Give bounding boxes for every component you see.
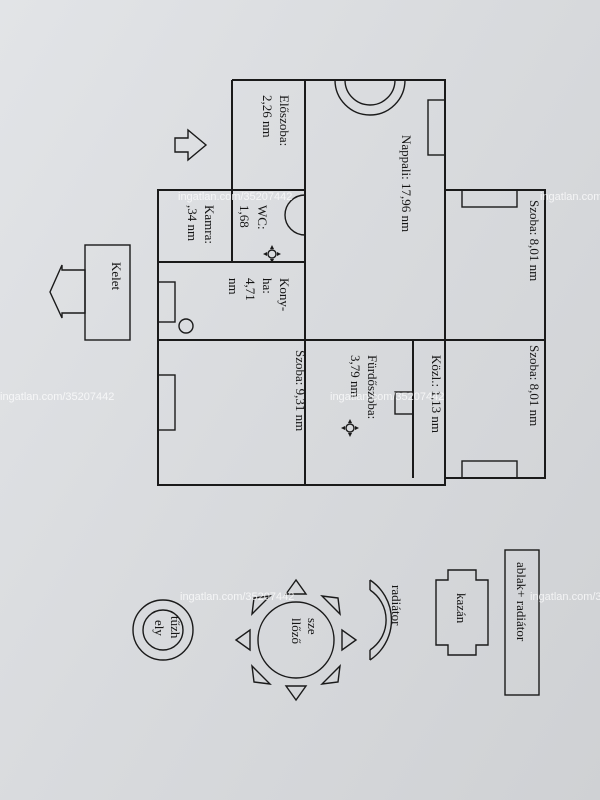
watermark-1: ingatlan.com/35207442 (178, 191, 292, 203)
legend-tuzhely: tűzh ely (132, 599, 194, 661)
compass-arrow-icon (49, 264, 86, 319)
kazan-furdo (394, 391, 414, 415)
legend-tuzhely-outer (132, 599, 194, 661)
ray-2 (320, 595, 341, 616)
watermark-2: ingatlan.com/35207442 (540, 191, 600, 203)
label-eloszoba-area: 2,26 nm (260, 95, 275, 138)
label-furdo-name: Fürdőszoba: (365, 355, 380, 419)
label-konyha-l4: nm (226, 278, 241, 295)
label-wc-area: 1,68 (237, 205, 252, 228)
compass-box (84, 244, 131, 341)
legend-ablak: ablak+ radiátor (504, 549, 540, 696)
stove-circle (178, 318, 194, 334)
watermark-6: ingatlan.com/35207442 (530, 591, 600, 603)
legend-kazan-shape (435, 569, 489, 656)
label-furdo-area: 3,79 nm (348, 355, 363, 398)
vent-symbol-wc (263, 245, 281, 263)
label-szoba-bottom: Szoba: 9,31 nm (293, 350, 308, 431)
legend-tuzhely-l2: ely (152, 620, 167, 636)
window-nappali (427, 99, 446, 156)
window-konyha (157, 281, 176, 323)
entrance-arrow-icon (174, 128, 208, 162)
watermark-4: ingatlan.com/35207442 (330, 391, 444, 403)
legend-kazan: kazán (435, 569, 489, 656)
ray-1 (284, 578, 308, 595)
label-konyha-l2: ha: (260, 278, 275, 294)
label-kelet: Kelet (109, 262, 124, 291)
legend-tuzhely-l1: tűzh (168, 616, 183, 639)
label-nappali: Nappali: 17,96 nm (399, 135, 414, 232)
legend-szellozo-rays (234, 578, 358, 702)
legend-radiator-arc-inner (369, 589, 387, 651)
wc-arc (284, 194, 306, 236)
legend-szellozo-circle (257, 601, 335, 679)
window-szoba-right (461, 460, 518, 479)
ray-8 (251, 595, 272, 616)
watermark-5: ingatlan.com/35207442 (180, 591, 294, 603)
label-konyha-l1: Kony- (277, 278, 292, 311)
legend-kazan-label: kazán (454, 593, 469, 624)
label-szoba-top: Szoba: 8,01 nm (527, 200, 542, 281)
label-kozl: Közl.: 1,13 nm (429, 355, 444, 433)
label-kamra-name: Kamra: (202, 205, 217, 244)
plan-windows (157, 79, 518, 479)
label-wc-name: WC: (255, 205, 270, 230)
label-kamra-area: ,34 nm (185, 205, 200, 241)
watermark-3: ingatlan.com/35207442 (0, 391, 114, 403)
label-konyha-l3: 4,71 (243, 278, 258, 301)
ray-3 (341, 628, 358, 652)
ray-6 (251, 664, 272, 685)
ray-5 (284, 685, 308, 702)
label-eloszoba-name: Előszoba: (277, 95, 292, 146)
legend-szellozo-l2: llőző (289, 618, 304, 644)
ray-7 (234, 628, 251, 652)
window-szoba-bottom (157, 374, 176, 431)
radiator-arc-inner (344, 79, 396, 106)
radiator-arc-nappali (334, 79, 406, 116)
compass-kelet (49, 244, 131, 341)
legend-ablak-label: ablak+ radiátor (514, 562, 529, 642)
legend-tuzhely-inner (142, 609, 184, 651)
legend-szellozo-l1: sze (305, 618, 320, 635)
ray-4 (320, 664, 341, 685)
label-szoba-right: Szoba: 8,01 nm (527, 345, 542, 426)
legend-ablak-box (504, 549, 540, 696)
window-szoba-top (461, 189, 518, 208)
legend-radiator: radiátor (369, 579, 404, 661)
legend-radiator-arc-outer (369, 579, 393, 661)
vent-symbol-furdo (341, 419, 359, 437)
legend-radiator-label: radiátor (389, 585, 404, 626)
legend-szellozo: sze llőző (234, 578, 358, 702)
